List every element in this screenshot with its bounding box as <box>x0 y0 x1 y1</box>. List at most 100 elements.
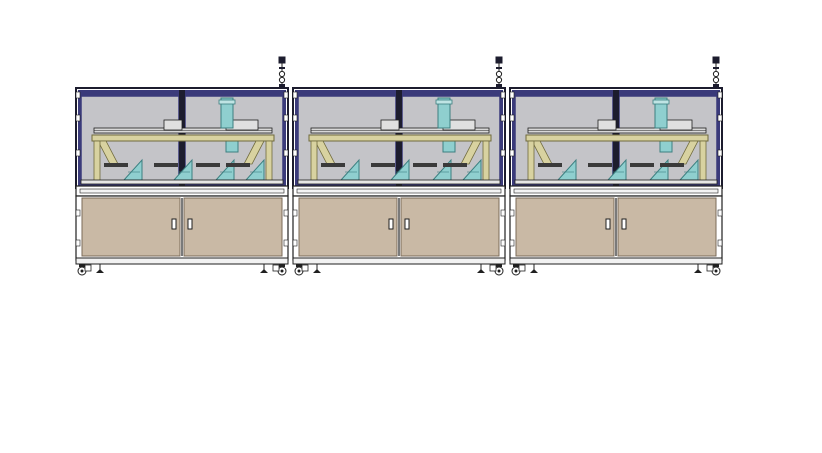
caster-mount <box>513 264 519 267</box>
leveling-foot-icon <box>84 264 92 272</box>
signal-light-segment <box>279 67 285 69</box>
vertical-axis-lower <box>442 139 456 153</box>
fixture-clamp <box>104 163 128 167</box>
cabinet-door-left <box>515 197 615 257</box>
leveling-foot-icon <box>96 264 104 273</box>
cabinet-door-right <box>400 197 500 257</box>
cabinet-door-right <box>183 197 283 257</box>
rail-carriage <box>163 119 183 131</box>
signal-tower-base <box>496 84 502 88</box>
fixture-clamp <box>196 163 220 167</box>
caster-hub <box>80 269 84 273</box>
frame-post-marker <box>500 239 506 247</box>
vertical-axis-lower <box>225 139 239 153</box>
leveling-foot-icon <box>260 264 268 273</box>
cabinet-rail-inner <box>513 188 719 194</box>
frame-post-marker <box>717 239 723 247</box>
frame-post-marker <box>292 239 298 247</box>
door-handle-right <box>404 218 410 230</box>
cabinet-rail-inner <box>296 188 502 194</box>
frame-post-marker <box>509 114 515 122</box>
caster-mount <box>296 264 302 267</box>
frame-post-marker <box>717 149 723 157</box>
machine-unit-1 <box>75 56 289 276</box>
cabinet-door-left <box>81 197 181 257</box>
frame-post-marker <box>509 209 515 217</box>
signal-light-top <box>712 56 720 64</box>
fixture-clamp <box>588 163 612 167</box>
fixture-clamp <box>154 163 178 167</box>
frame-post-marker <box>283 114 289 122</box>
signal-tower-icon <box>495 56 503 88</box>
fixture-clamp <box>226 163 250 167</box>
frame-post-marker <box>292 149 298 157</box>
signal-light-segment <box>713 67 719 69</box>
frame-post-marker <box>75 239 81 247</box>
leveling-foot-icon <box>477 264 485 273</box>
frame-post-marker <box>717 209 723 217</box>
door-handle-icon <box>388 218 394 230</box>
frame-post-marker <box>500 149 506 157</box>
caster-mount <box>279 264 285 267</box>
gantry-leg-right <box>699 140 707 184</box>
frame-post-marker <box>75 91 81 99</box>
fixture-clamp <box>371 163 395 167</box>
signal-light-ring <box>278 70 286 78</box>
foot-bracket <box>706 264 714 272</box>
gantry-leg-left <box>93 140 101 184</box>
work-table-top <box>80 179 284 185</box>
foot-bracket <box>301 264 309 272</box>
leveling-foot-icon <box>301 264 309 272</box>
gantry-leg-left <box>527 140 535 184</box>
caster-hub <box>280 269 284 273</box>
leveling-foot-icon <box>706 264 714 272</box>
machine-unit-3 <box>509 56 723 276</box>
frame-post-marker <box>292 91 298 99</box>
frame-post-marker <box>283 149 289 157</box>
leveling-pad <box>477 269 485 273</box>
base-rail <box>509 257 723 265</box>
frame-post-marker <box>75 114 81 122</box>
door-handle-icon <box>621 218 627 230</box>
frame-post-marker <box>509 91 515 99</box>
caster-wheel-icon <box>77 264 87 276</box>
signal-light-top <box>278 56 286 64</box>
caster-mount <box>713 264 719 267</box>
leveling-pad <box>313 269 321 273</box>
vertical-axis-column <box>437 97 451 129</box>
signal-light-ring <box>495 76 503 84</box>
vertical-axis-column <box>220 97 234 129</box>
leveling-pad <box>260 269 268 273</box>
fixture-clamp <box>443 163 467 167</box>
cabinet-door-left <box>298 197 398 257</box>
caster-hub <box>514 269 518 273</box>
gantry-beam <box>308 134 492 142</box>
signal-light-segment <box>496 67 502 69</box>
leveling-pad <box>96 269 104 273</box>
rail-carriage <box>380 119 400 131</box>
fixture-clamp <box>630 163 654 167</box>
vertical-axis-cap <box>435 99 453 105</box>
gantry-beam <box>525 134 709 142</box>
frame-post-marker <box>292 114 298 122</box>
signal-tower-icon <box>712 56 720 88</box>
gantry-leg-left <box>310 140 318 184</box>
caster-mount <box>496 264 502 267</box>
frame-post-marker <box>283 209 289 217</box>
gantry-leg-right <box>482 140 490 184</box>
vertical-axis-cap <box>652 99 670 105</box>
frame-post-marker <box>717 91 723 99</box>
leveling-pad <box>530 269 538 273</box>
door-handle-icon <box>605 218 611 230</box>
leveling-foot-icon <box>530 264 538 273</box>
signal-light-ring <box>495 70 503 78</box>
gantry-beam <box>91 134 275 142</box>
frame-post-marker <box>283 239 289 247</box>
gantry-leg-right <box>265 140 273 184</box>
cabinet-rail-inner <box>79 188 285 194</box>
door-handle-icon <box>171 218 177 230</box>
frame-post-marker <box>283 91 289 99</box>
leveling-foot-icon <box>694 264 702 273</box>
caster-hub <box>714 269 718 273</box>
work-table-top <box>514 179 718 185</box>
